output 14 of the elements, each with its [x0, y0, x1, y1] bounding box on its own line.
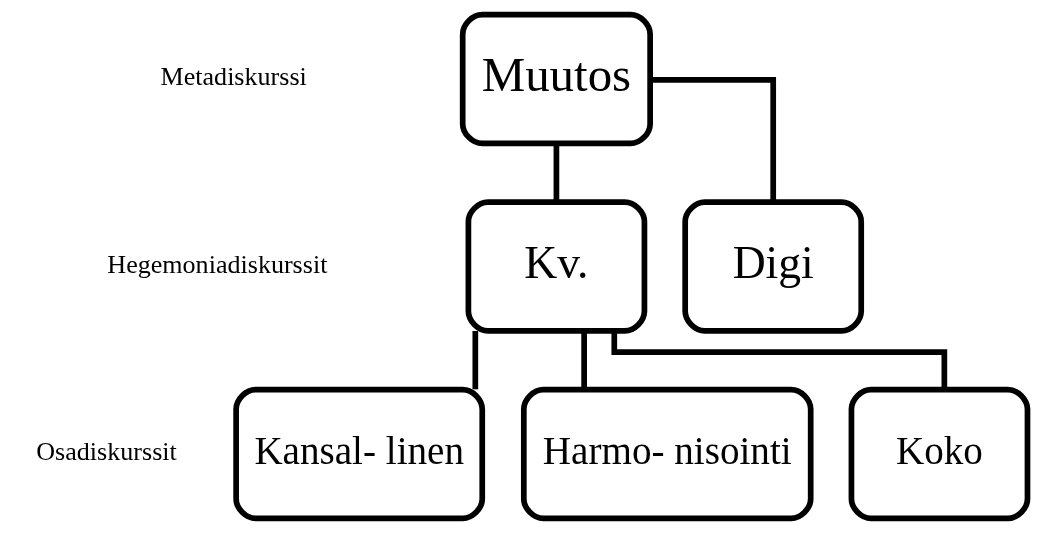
node-box: Kansal- linen: [233, 386, 486, 522]
connector: [581, 331, 587, 390]
node-box: Koko: [848, 386, 1031, 522]
label: Hegemoniadiskurssit: [107, 249, 328, 279]
node-box: Muutos: [459, 11, 653, 147]
node-box: Digi: [682, 199, 865, 334]
label: Metadiskurssi: [160, 62, 307, 92]
node-box: Kv.: [465, 199, 648, 334]
connector: [553, 143, 560, 202]
connector: [611, 330, 948, 390]
connector: [650, 77, 777, 202]
label: Osadiskurssit: [36, 437, 177, 467]
node-box: Harmo- nisointi: [520, 386, 814, 522]
connector: [472, 331, 479, 390]
